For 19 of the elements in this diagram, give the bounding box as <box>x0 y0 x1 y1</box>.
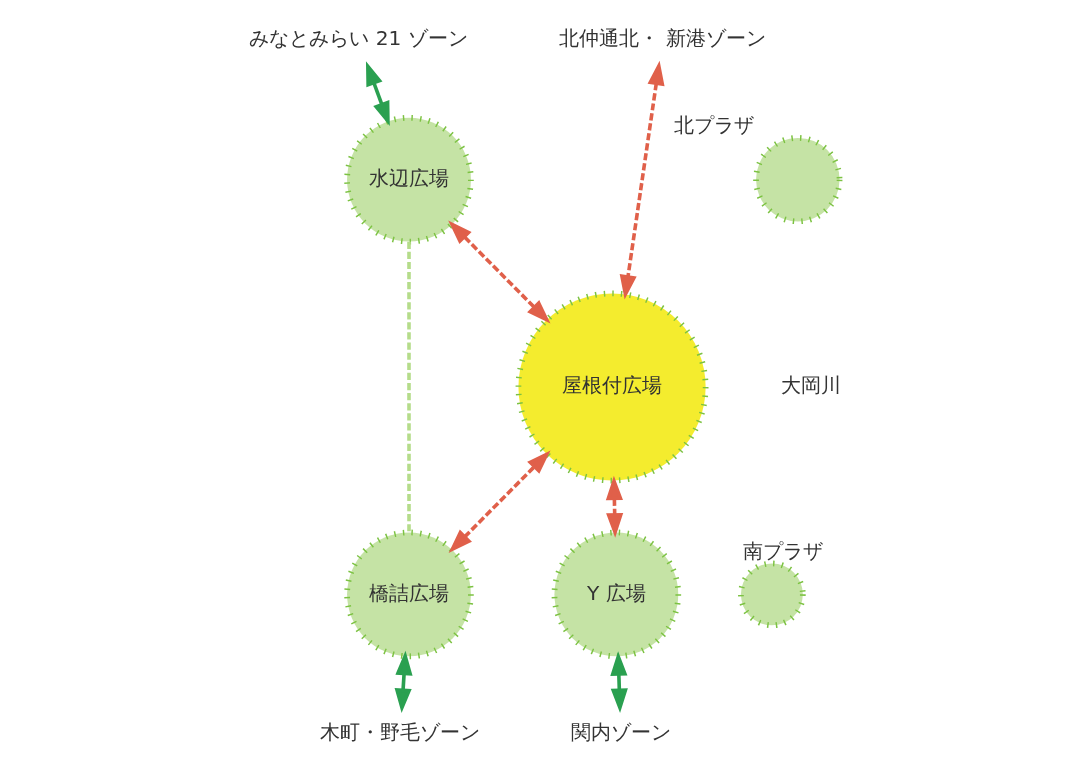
node-text: 木町・野毛ゾーン <box>319 720 480 745</box>
connector <box>406 241 411 532</box>
arrow <box>447 220 550 324</box>
arrow <box>394 650 413 713</box>
arrow <box>448 450 550 554</box>
arrow <box>609 651 628 714</box>
node-label: 北プラザ <box>673 113 754 138</box>
node-label: 南プラザ <box>742 538 823 563</box>
arrow <box>605 475 623 538</box>
node-circle <box>737 560 806 629</box>
node-circle: 屋根付広場 <box>515 290 708 484</box>
node-circle <box>752 135 842 225</box>
node-circle: Y 広場 <box>551 529 681 660</box>
node-text: 北仲通北・ 新港ゾーン <box>558 26 766 51</box>
node-text: 関内ゾーン <box>570 720 671 745</box>
node-text: みなとみらい 21 ゾーン <box>248 26 468 51</box>
arrow <box>365 61 390 127</box>
label: 大岡川 <box>780 373 841 398</box>
arrow <box>619 60 665 300</box>
